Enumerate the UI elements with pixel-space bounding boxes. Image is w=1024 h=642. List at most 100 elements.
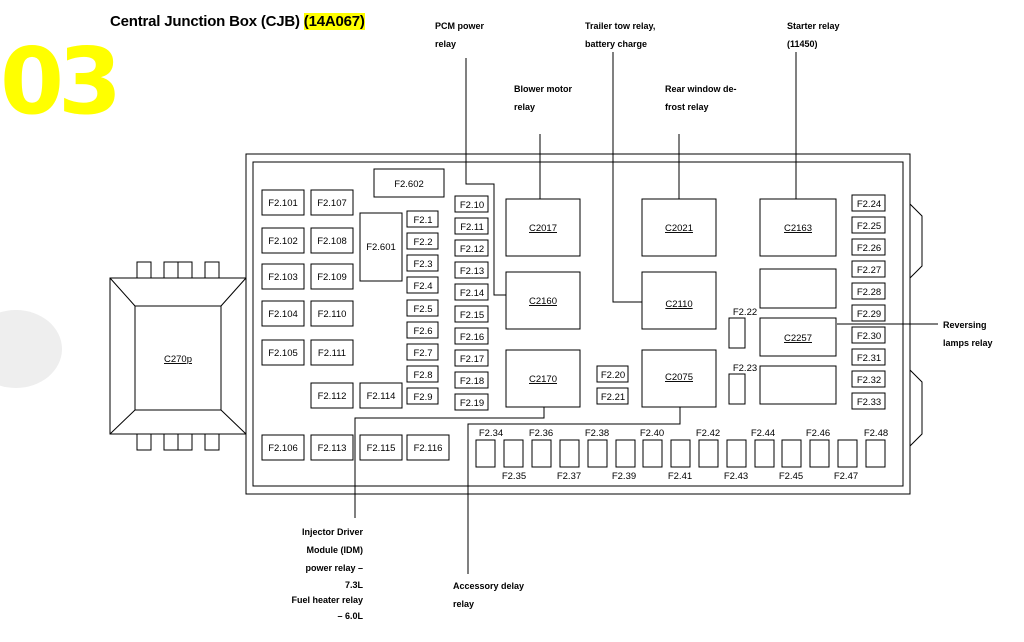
fuse-f2-46 <box>809 439 830 468</box>
fuse-f2-109 <box>310 263 354 290</box>
fuse-label: F2.19 <box>460 398 484 409</box>
relay-label: C2170 <box>529 374 557 385</box>
relay-label: C2110 <box>665 299 692 310</box>
callout-line: relay <box>435 39 457 49</box>
fuse-f2-7 <box>406 343 439 361</box>
fuse-label: F2.102 <box>268 236 298 247</box>
connector-pin <box>204 433 220 451</box>
fuse-f2-106 <box>261 434 305 461</box>
relay-c2170 <box>505 349 581 408</box>
fuse-label: F2.10 <box>460 200 484 211</box>
fuse-f2-30 <box>851 326 886 344</box>
fuse-f2-23 <box>728 373 746 405</box>
callout-starter-relay: Starter relay (11450) <box>787 17 840 53</box>
relay-c2075 <box>641 349 717 408</box>
fuse-label: F2.7 <box>413 348 432 359</box>
connector-bevel <box>220 409 247 435</box>
fuse-label: F2.40 <box>640 428 664 439</box>
fuse-f2-29 <box>851 304 886 322</box>
fuse-f2-22 <box>728 317 746 349</box>
leader-pcm <box>465 58 506 296</box>
fuse-label: F2.18 <box>460 376 484 387</box>
fuse-f2-9 <box>406 387 439 405</box>
fuse-label: F2.35 <box>502 471 526 482</box>
fuse-label: F2.107 <box>317 198 347 209</box>
callout-line: Fuel heater relay <box>291 595 363 605</box>
diagram-title: Central Junction Box (CJB) (14A067) <box>110 13 365 30</box>
fuse-f2-42 <box>698 439 719 468</box>
fuse-label: F2.37 <box>557 471 581 482</box>
fuse-label: F2.43 <box>724 471 748 482</box>
callout-line: Starter relay <box>787 21 840 31</box>
fuse-label: F2.32 <box>857 375 881 386</box>
fuse-label: F2.25 <box>857 221 881 232</box>
fuse-label: F2.33 <box>857 397 881 408</box>
fuse-label: F2.1 <box>413 215 432 226</box>
callout-line: – 6.0L <box>337 611 363 621</box>
fuse-label: F2.9 <box>413 392 432 403</box>
connector-pin <box>204 261 220 279</box>
callout-rear-window-defrost-relay: Rear window de- frost relay <box>665 80 737 116</box>
connector-bevel <box>220 277 247 307</box>
fuse-label: F2.17 <box>460 354 484 365</box>
fuse-f2-31 <box>851 348 886 366</box>
fuse-f2-15 <box>454 305 489 323</box>
fuse-label: F2.113 <box>318 443 347 454</box>
relay-c2110 <box>641 271 717 330</box>
fuse-label: F2.48 <box>864 428 888 439</box>
fuse-label: F2.601 <box>366 242 396 253</box>
fuse-f2-35 <box>503 439 524 468</box>
fuse-label: F2.34 <box>479 428 503 439</box>
callout-line: battery charge <box>585 39 648 49</box>
fuse-f2-111 <box>310 339 354 366</box>
fuse-label: F2.101 <box>268 198 298 209</box>
fuse-f2-19 <box>454 393 489 411</box>
fuse-f2-25 <box>851 216 886 234</box>
fuse-label: F2.26 <box>857 243 881 254</box>
fuse-f2-34 <box>475 439 496 468</box>
fuse-f2-12 <box>454 239 489 257</box>
fuse-f2-8 <box>406 365 439 383</box>
fuse-label: F2.103 <box>268 272 298 283</box>
relay-label: C2160 <box>529 296 557 307</box>
callout-line: Trailer tow relay, <box>585 21 656 31</box>
connector-bevel <box>109 409 136 435</box>
fuse-label: F2.23 <box>733 363 757 374</box>
fuse-label: F2.44 <box>751 428 775 439</box>
fuse-label: F2.47 <box>834 471 858 482</box>
relay-c2160 <box>505 271 581 330</box>
callout-line: Rear window de- <box>665 84 737 94</box>
fuse-f2-20 <box>596 365 629 383</box>
fuse-f2-108 <box>310 227 354 254</box>
fuse-f2-602 <box>373 168 445 198</box>
callout-pcm-power-relay: PCM power relay <box>435 17 484 53</box>
title-text: Central Junction Box (CJB) <box>110 13 304 30</box>
fuse-f2-21 <box>596 387 629 405</box>
fuse-label: F2.16 <box>460 332 484 343</box>
fuse-f2-1 <box>406 210 439 228</box>
callout-line: lamps relay <box>943 338 993 348</box>
fuse-f2-116 <box>406 434 450 461</box>
fuse-label: F2.11 <box>460 222 484 233</box>
fuse-f2-33 <box>851 392 886 410</box>
connector-pin <box>163 433 179 451</box>
fuse-f2-27 <box>851 260 886 278</box>
relay-c2021 <box>641 198 717 257</box>
fuse-label: F2.29 <box>857 309 881 320</box>
fuse-f2-103 <box>261 263 305 290</box>
fuse-label: F2.5 <box>413 304 432 315</box>
fuse-f2-14 <box>454 283 489 301</box>
fuse-f2-38 <box>587 439 608 468</box>
fuse-f2-2 <box>406 232 439 250</box>
fuse-f2-17 <box>454 349 489 367</box>
fuse-f2-104 <box>261 300 305 327</box>
fuse-label: F2.14 <box>460 288 484 299</box>
fuse-f2-41 <box>670 439 691 468</box>
fuse-label: F2.41 <box>668 471 692 482</box>
callout-line: (11450) <box>787 39 818 49</box>
relay-c2163 <box>759 198 837 257</box>
callout-line: Blower motor <box>514 84 573 94</box>
callout-line: PCM power <box>435 21 485 31</box>
connector-pin <box>163 261 179 279</box>
fuse-f2-10 <box>454 195 489 213</box>
